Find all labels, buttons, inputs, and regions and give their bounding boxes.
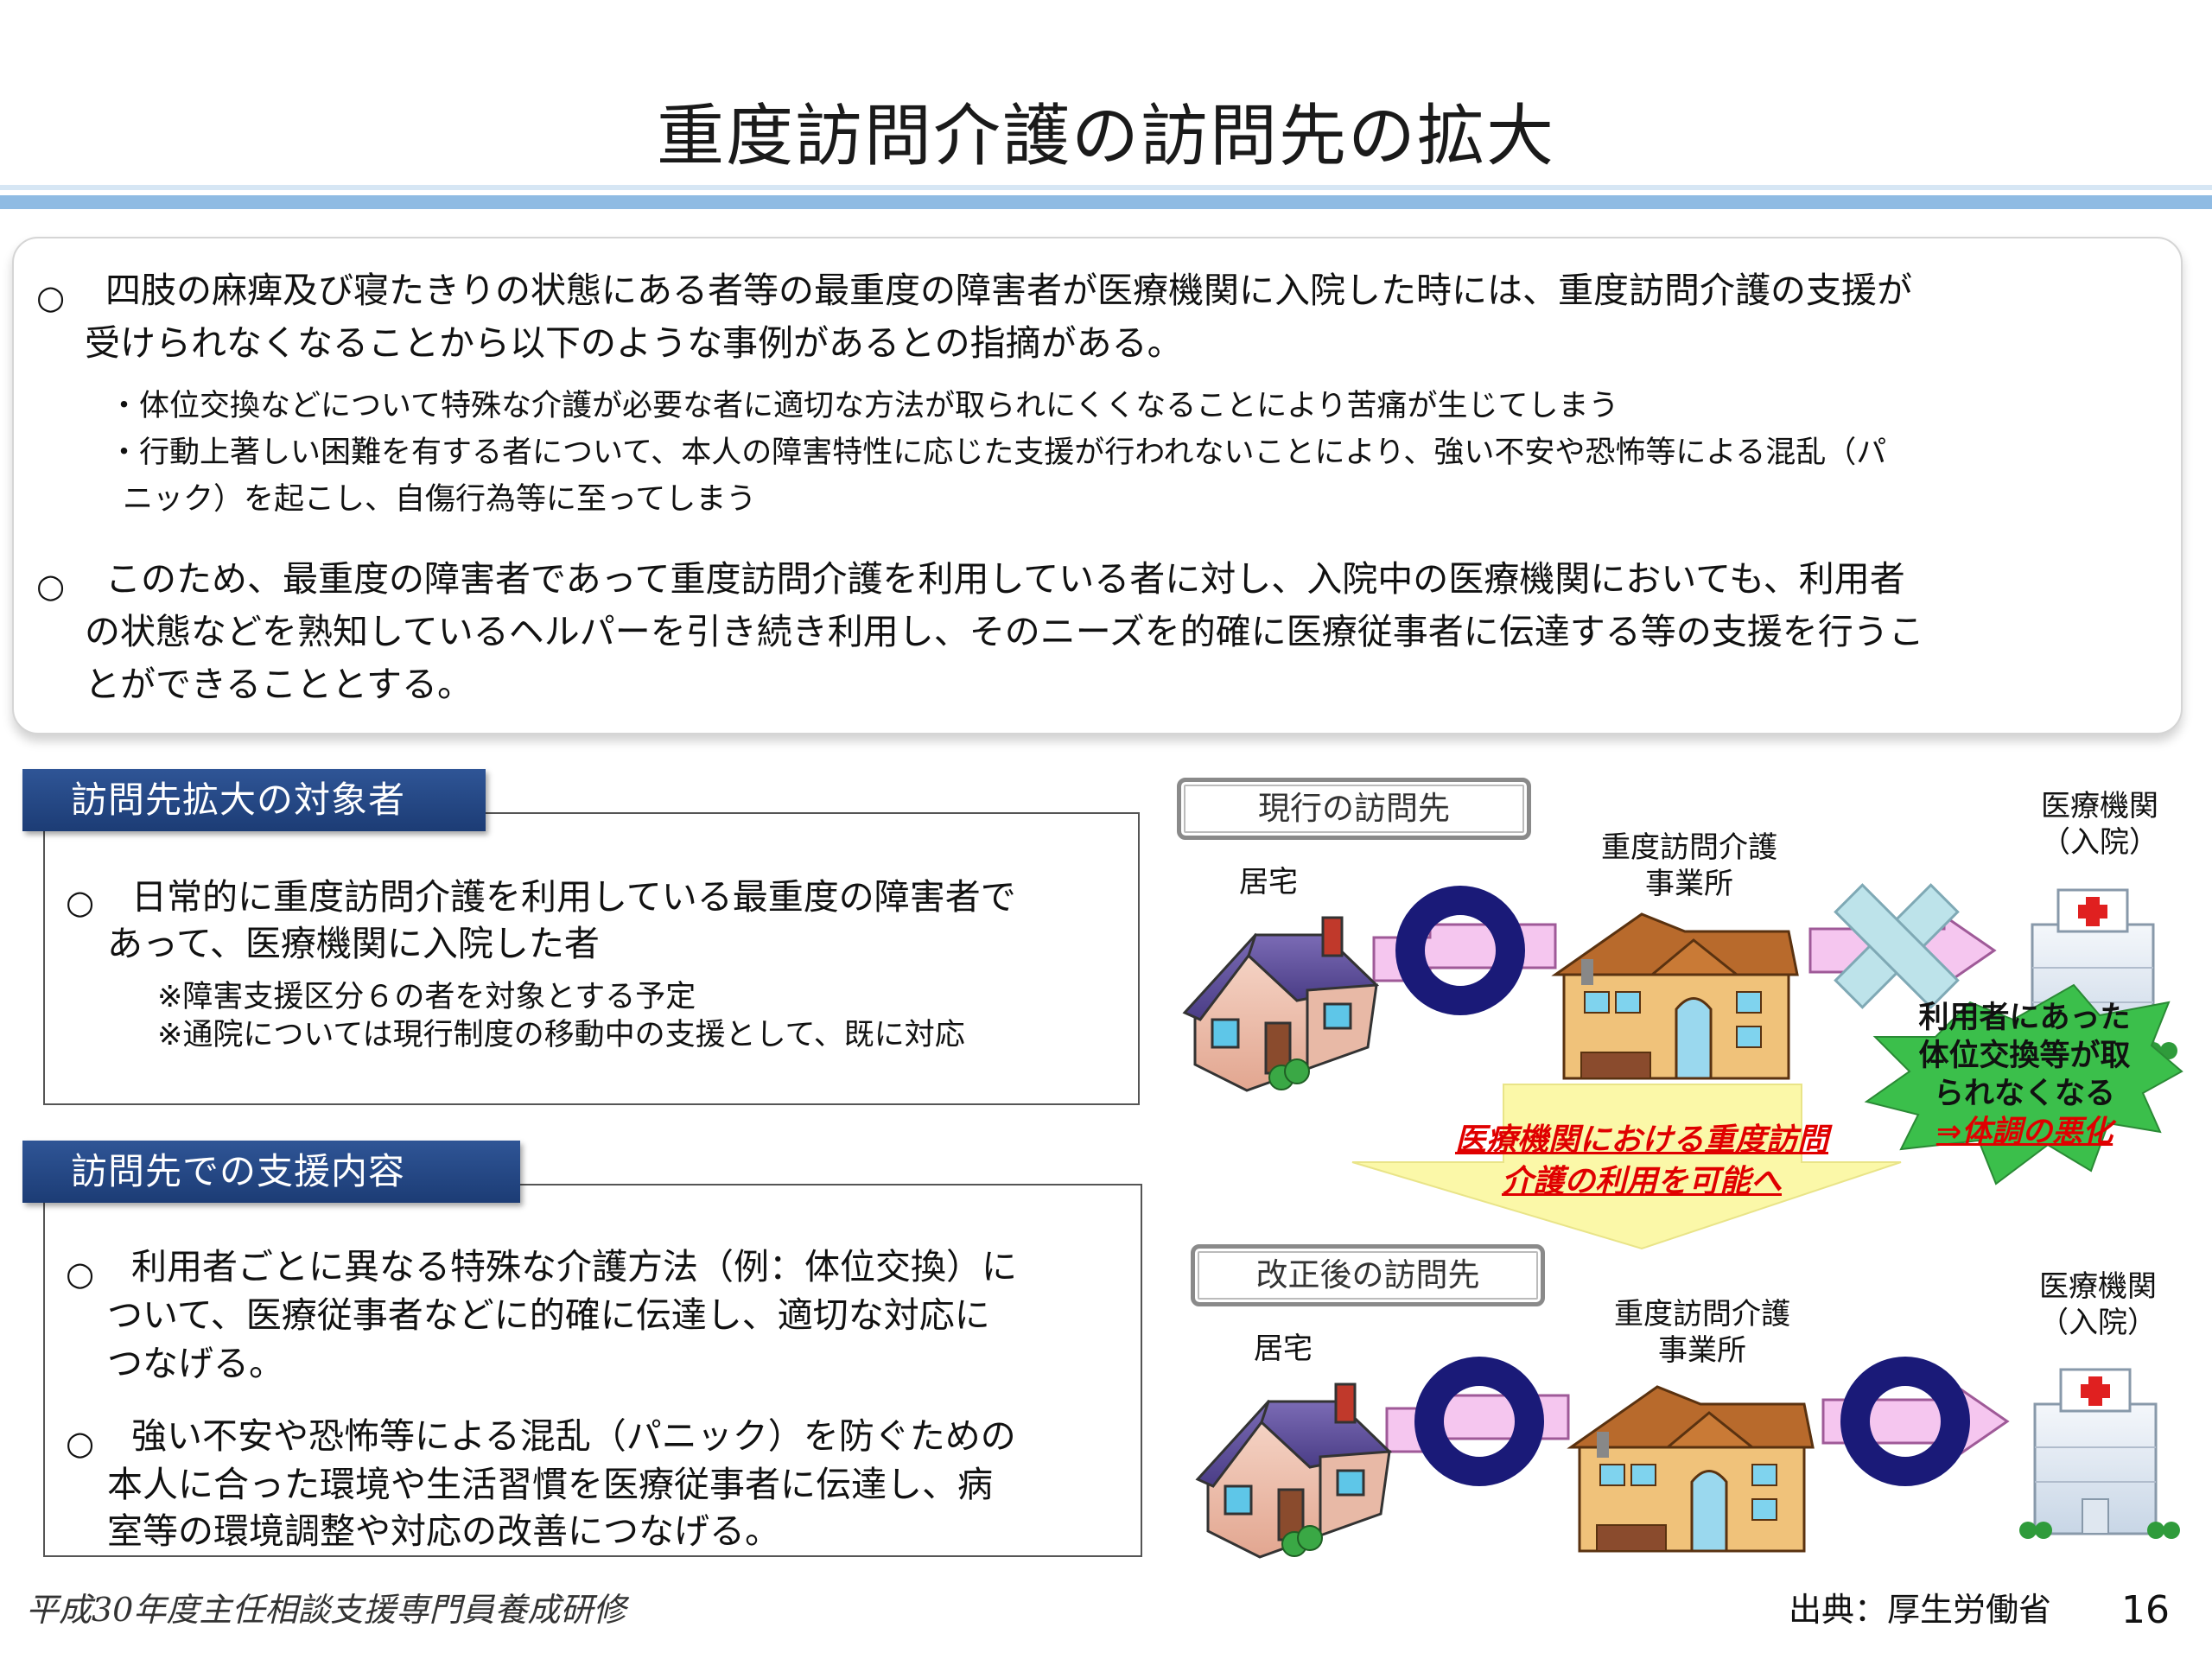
summary-p1-line1: 四肢の麻痺及び寝たきりの状態にある者等の最重度の障害者が医療機関に入院した時には… [105,270,1912,311]
cross-x-icon [1834,883,1960,1009]
burst-line2: 体位交換等が取 [1918,1039,2131,1073]
home-label: 居宅 [1254,1332,1313,1366]
hospital-label: 医療機関 （入院） [2005,788,2195,861]
current-destination-label: 現行の訪問先 [1177,778,1531,840]
target-header: 訪問先拡大の対象者 [22,769,486,831]
support-b-line1: 強い不安や恐怖等による混乱（パニック）を防ぐための [131,1415,1016,1457]
title-rule-thick [0,195,2212,209]
bullet-circle: ○ [36,278,66,316]
bullet-circle: ○ [66,1255,95,1293]
page-number: 16 [2121,1588,2170,1632]
arrow-text-line1: 医療機関における重度訪問 [1454,1122,1828,1158]
support-a-line3: つなげる。 [107,1343,284,1384]
office-label-line1: 重度訪問介護 [1614,1297,1790,1332]
transition-arrow [1351,1084,1902,1250]
arrow-text-line2: 介護の利用を可能へ [1501,1164,1782,1199]
target-note2: ※通院については現行制度の移動中の支援として、既に対応 [157,1018,965,1052]
summary-p2-line1: このため、最重度の障害者であって重度訪問介護を利用している者に対し、入院中の医療… [105,558,1905,600]
summary-p2-line2: の状態などを熟知しているヘルパーを引き続き利用し、そのニーズを的確に医療従事者に… [85,611,1924,652]
hospital-label-line2: （入院） [2041,825,2158,860]
office-building-icon [1569,1385,1815,1553]
hospital-label-line1: 医療機関 [2041,789,2158,823]
support-a-line1: 利用者ごとに異なる特殊な介護方法（例：体位交換）に [131,1246,1017,1287]
office-label-line1: 重度訪問介護 [1601,830,1777,865]
support-box: ○ 利用者ごとに異なる特殊な介護方法（例：体位交換）に ついて、医療従事者などに… [43,1184,1142,1557]
summary-sub2-line1: ・行動上著しい困難を有する者について、本人の障害特性に応じた支援が行われないこと… [109,435,1887,470]
summary-p2-line3: とができることとする。 [85,664,473,705]
footer-source: 出典：厚生労働省 [1789,1591,2052,1629]
summary-p1-line2: 受けられなくなることから以下のような事例があるとの指摘がある。 [85,322,1183,364]
target-note1: ※障害支援区分６の者を対象とする予定 [157,980,696,1014]
transition-arrow-text: 医療機関における重度訪問 介護の利用を可能へ [1408,1120,1875,1203]
summary-sub1: ・体位交換などについて特殊な介護が必要な者に適切な方法が取られにくくなることによ… [109,389,1619,423]
support-b-line3: 室等の環境調整や対応の改善につなげる。 [107,1510,780,1552]
target-box: ○ 日常的に重度訪問介護を利用している最重度の障害者で あって、医療機関に入院し… [43,812,1140,1105]
summary-box: ○ 四肢の麻痺及び寝たきりの状態にある者等の最重度の障害者が医療機関に入院した時… [12,237,2183,734]
bullet-circle: ○ [66,883,95,921]
footer-course-name: 平成30年度主任相談支援専門員養成研修 [26,1591,626,1629]
burst-line3: られなくなる [1933,1077,2115,1111]
office-label-line2: 事業所 [1658,1333,1746,1368]
hospital-building-icon [2018,1368,2182,1541]
support-a-line2: ついて、医療従事者などに的確に伝達し、適切な対応に [107,1294,990,1336]
warning-burst [1864,983,2183,1185]
support-header: 訪問先での支援内容 [22,1141,520,1203]
summary-sub2-line2: ニック）を起こし、自傷行為等に至ってしまう [123,482,757,517]
office-building-icon [1554,912,1799,1080]
office-label-line2: 事業所 [1645,867,1733,901]
home-label: 居宅 [1239,865,1298,899]
support-b-line2: 本人に合った環境や生活習慣を医療従事者に伝達し、病 [107,1464,993,1505]
home-house-icon [1196,1382,1391,1559]
burst-line1: 利用者にあった [1918,1001,2131,1035]
warning-burst-text: 利用者にあった 体位交換等が取 られなくなる ⇒体調の悪化 [1882,999,2167,1151]
hospital-label-line2: （入院） [2039,1306,2157,1340]
office-label: 重度訪問介護 事業所 [1586,1296,1819,1369]
page-title: 重度訪問介護の訪問先の拡大 [656,98,1555,175]
office-label: 重度訪問介護 事業所 [1573,830,1806,902]
target-line1: 日常的に重度訪問介護を利用している最重度の障害者で [131,876,1016,918]
home-house-icon [1183,916,1378,1092]
bullet-circle: ○ [66,1424,95,1462]
hospital-label-line1: 医療機関 [2039,1269,2157,1304]
title-rule-thin [0,185,2212,190]
bullet-circle: ○ [36,567,66,605]
target-line2: あって、医療機関に入院した者 [107,923,600,964]
burst-line4: ⇒体調の悪化 [1936,1115,2113,1149]
revised-destination-label: 改正後の訪問先 [1191,1244,1545,1306]
hospital-label: 医療機関 （入院） [2003,1268,2193,1341]
